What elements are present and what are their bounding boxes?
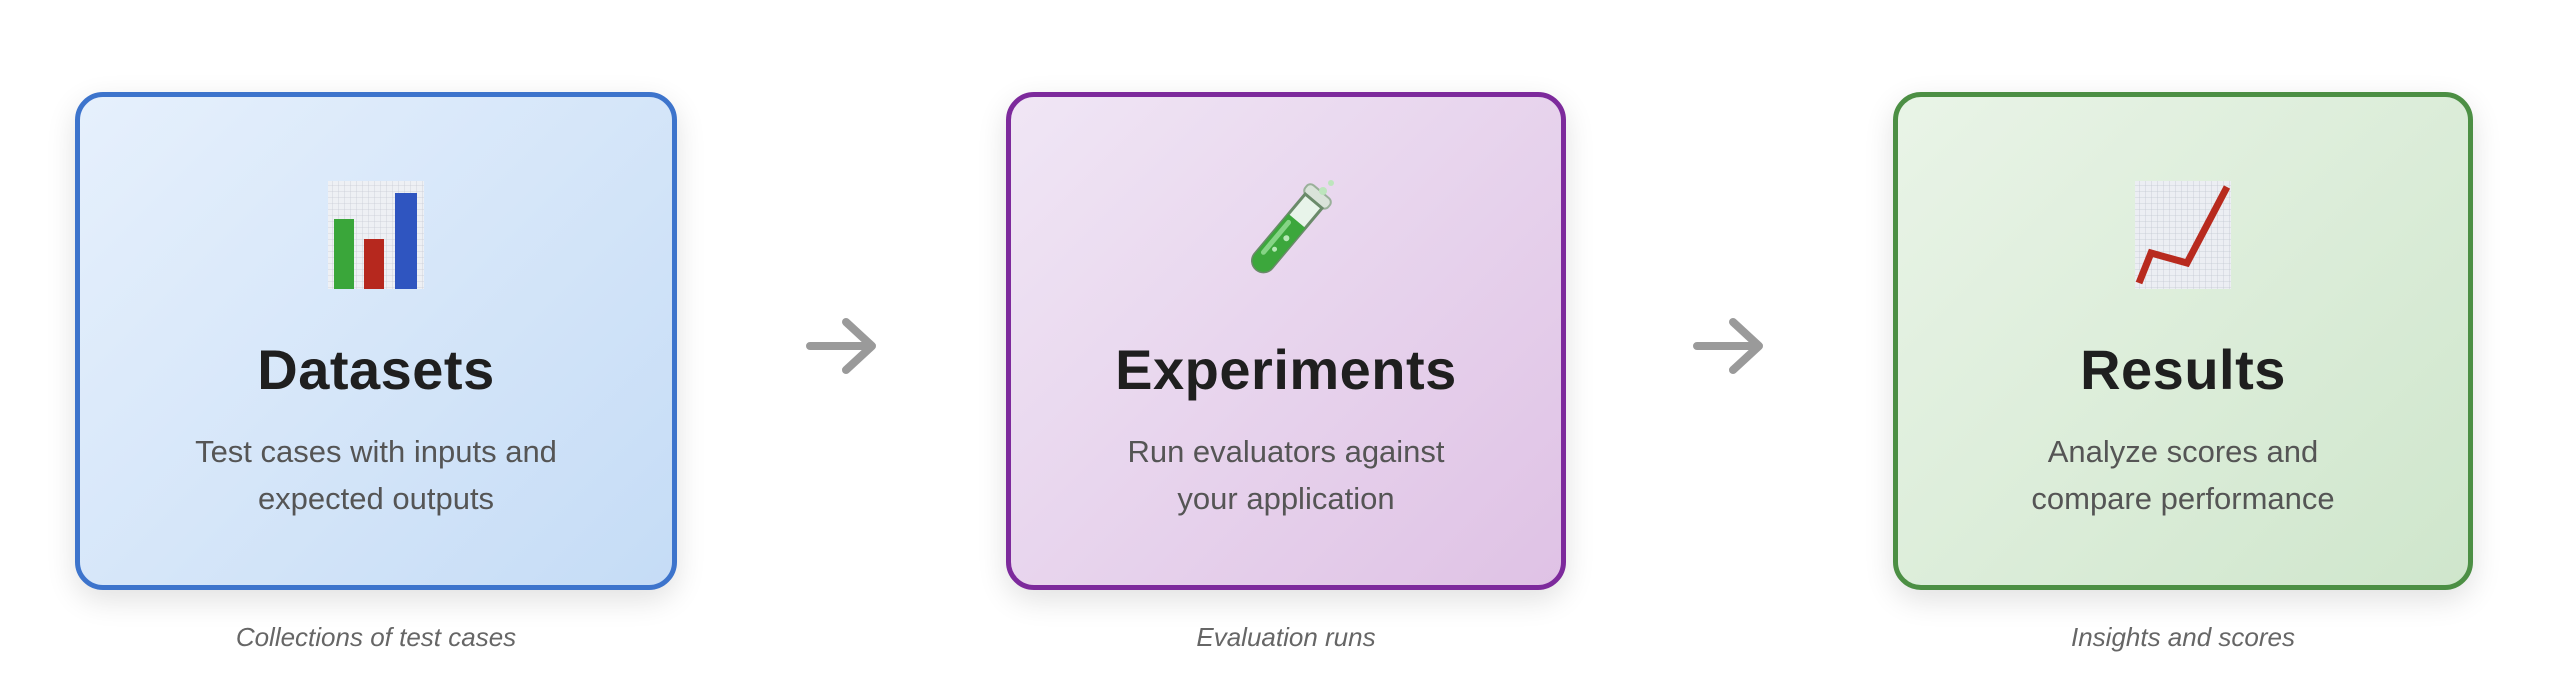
- results-card: Results Analyze scores and compare perfo…: [1893, 92, 2473, 590]
- trending-chart-icon: [2128, 177, 2238, 292]
- card-title: Experiments: [1115, 338, 1457, 401]
- card-description: Test cases with inputs and expected outp…: [195, 434, 557, 516]
- experiments-card: Experiments Run evaluators against your …: [1006, 92, 1566, 590]
- results-caption: Insights and scores: [2070, 622, 2295, 652]
- right-arrow-icon: [806, 318, 876, 374]
- experiments-caption: Evaluation runs: [1196, 622, 1376, 652]
- card-title: Results: [2080, 338, 2286, 401]
- test-tube-icon: [1231, 177, 1341, 292]
- datasets-card: Datasets Test cases with inputs and expe…: [75, 92, 677, 590]
- card-description: Run evaluators against your application: [1127, 434, 1445, 516]
- card-title: Datasets: [257, 338, 495, 401]
- bar-chart-icon: [321, 177, 431, 292]
- right-arrow-icon: [1693, 318, 1763, 374]
- card-description: Analyze scores and compare performance: [2031, 434, 2335, 516]
- datasets-caption: Collections of test cases: [235, 622, 517, 652]
